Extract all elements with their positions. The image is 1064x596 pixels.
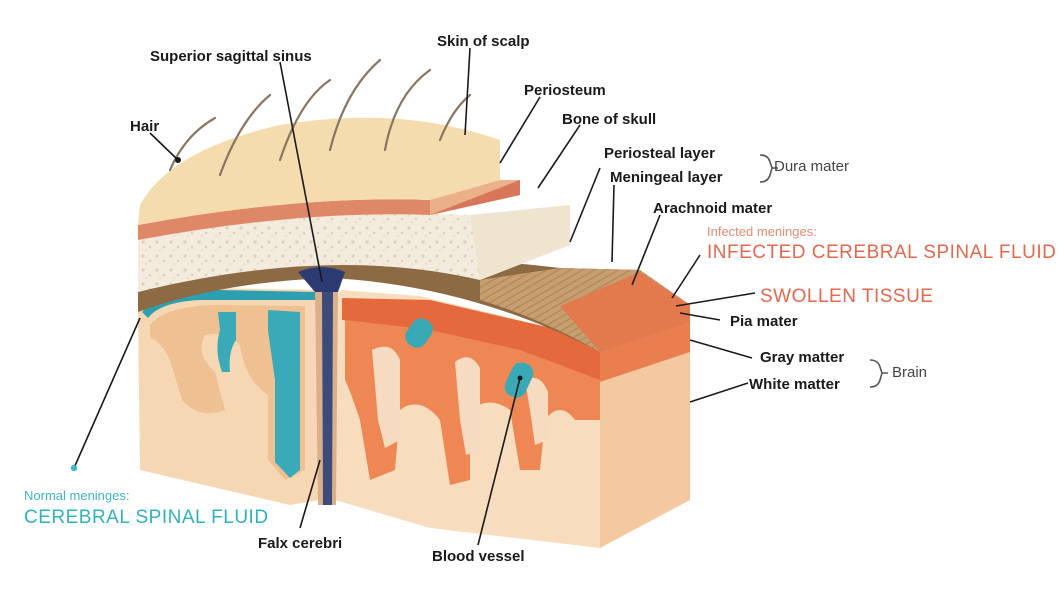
label-falx-cerebri: Falx cerebri [258, 535, 343, 552]
label-white-matter: White matter [749, 376, 840, 393]
swollen-tissue-label: SWOLLEN TISSUE [760, 286, 934, 307]
infected-title: INFECTED CEREBRAL SPINAL FLUID [707, 242, 1057, 263]
hair-strands [168, 58, 472, 177]
dura-brace [759, 154, 778, 183]
label-meningeal-layer: Meningeal layer [610, 169, 723, 186]
falx-vessel [322, 292, 333, 505]
label-arachnoid-mater: Arachnoid mater [653, 200, 773, 217]
label-superior-sagittal-sinus: Superior sagittal sinus [150, 48, 312, 65]
label-gray-matter: Gray matter [760, 349, 845, 366]
skull-layers [138, 117, 690, 352]
label-skin-of-scalp: Skin of scalp [437, 33, 530, 50]
label-brain: Brain [892, 364, 928, 381]
infected-caption: Infected meninges: [707, 224, 817, 239]
normal-title: CEREBRAL SPINAL FLUID [24, 507, 269, 528]
label-bone-of-skull: Bone of skull [562, 111, 657, 128]
label-hair: Hair [130, 118, 160, 135]
normal-caption: Normal meninges: [24, 488, 130, 503]
blood-vessel-1 [405, 318, 433, 348]
label-periosteum: Periosteum [524, 82, 606, 99]
brain-brace [869, 359, 888, 388]
leader-lines [73, 47, 756, 546]
infected-hemisphere [342, 298, 600, 485]
label-pia-mater: Pia mater [730, 313, 798, 330]
label-dura-mater: Dura mater [774, 158, 850, 175]
label-periosteal-layer: Periosteal layer [604, 145, 715, 162]
label-blood-vessel: Blood vessel [432, 548, 525, 565]
